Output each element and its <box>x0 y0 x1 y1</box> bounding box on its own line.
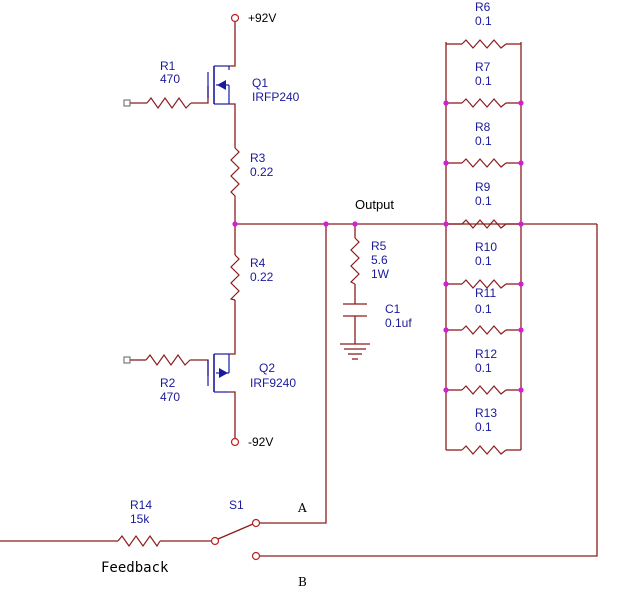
label-positive-supply: +92V <box>248 11 276 25</box>
label-r2-ref: R2 <box>160 376 176 390</box>
label-s1-ref: S1 <box>229 498 244 512</box>
label-c1-value: 0.1uf <box>385 316 412 330</box>
ground-icon <box>340 343 370 360</box>
label-r7-ref: R7 <box>475 60 491 74</box>
label-r3-ref: R3 <box>250 151 266 165</box>
resistor-r2-zigzag <box>145 353 191 367</box>
gate-input-q2 <box>123 356 131 364</box>
label-switch-a: A <box>297 501 307 515</box>
junctions <box>232 100 524 393</box>
wires <box>0 22 598 557</box>
terminal-positive <box>230 13 240 23</box>
label-q1-ref: Q1 <box>252 76 268 90</box>
label-r12-value: 0.1 <box>475 361 492 375</box>
switch-s1 <box>210 518 261 561</box>
label-output: Output <box>355 197 394 212</box>
label-r13-value: 0.1 <box>475 420 492 434</box>
label-r8-value: 0.1 <box>475 134 492 148</box>
label-r1-value: 470 <box>160 72 180 86</box>
gate-input-q1 <box>123 99 131 107</box>
label-r12-ref: R12 <box>475 347 497 361</box>
resistor-r4-zigzag <box>229 254 240 301</box>
label-r5-ref: R5 <box>371 239 387 253</box>
label-r5-value: 5.6 <box>371 253 388 267</box>
label-r14-ref: R14 <box>130 498 152 512</box>
label-feedback: Feedback <box>101 560 169 576</box>
label-r6-value: 0.1 <box>475 14 492 28</box>
resistor-r13-zigzag <box>461 445 507 455</box>
resistor-r9-zigzag <box>461 219 507 229</box>
label-r10-value: 0.1 <box>475 254 492 268</box>
resistor-r12-zigzag <box>461 385 507 395</box>
resistor-r1-zigzag <box>146 96 192 110</box>
label-r2-value: 470 <box>160 390 180 404</box>
label-r6-ref: R6 <box>475 0 491 14</box>
label-r9-value: 0.1 <box>475 194 492 208</box>
terminal-negative <box>230 437 240 447</box>
resistor-r14-zigzag <box>117 534 161 548</box>
capacitor-c1 <box>343 303 367 317</box>
label-r1-ref: R1 <box>160 59 176 73</box>
resistor-r6-zigzag <box>461 39 507 49</box>
label-r5-power: 1W <box>371 267 390 281</box>
label-q2-value: IRF9240 <box>250 376 296 390</box>
resistor-r5-zigzag <box>349 237 360 285</box>
resistor-r8-zigzag <box>461 158 507 168</box>
label-r4-value: 0.22 <box>250 270 274 284</box>
label-r4-ref: R4 <box>250 256 266 270</box>
resistor-r3-zigzag <box>230 147 240 200</box>
label-r9-ref: R9 <box>475 180 491 194</box>
resistor-bank <box>446 39 521 455</box>
resistor-r11-zigzag <box>461 325 507 335</box>
mosfet-q1 <box>207 65 230 105</box>
label-r11-ref: R11 <box>475 286 496 300</box>
label-r10-ref: R10 <box>475 240 497 254</box>
label-switch-b: B <box>298 575 307 589</box>
label-r3-value: 0.22 <box>250 165 274 179</box>
resistor-r7-zigzag <box>461 98 507 108</box>
label-r7-value: 0.1 <box>475 74 492 88</box>
label-c1-ref: C1 <box>385 302 401 316</box>
label-r8-ref: R8 <box>475 120 491 134</box>
mosfet-q2 <box>207 353 230 393</box>
label-negative-supply: -92V <box>248 435 273 449</box>
label-q2-ref: Q2 <box>259 361 275 375</box>
label-r11-value: 0.1 <box>475 302 492 316</box>
label-r13-ref: R13 <box>475 406 497 420</box>
label-q1-value: IRFP240 <box>252 90 300 104</box>
label-r14-value: 15k <box>130 512 150 526</box>
resistor-r10-zigzag <box>461 279 507 289</box>
